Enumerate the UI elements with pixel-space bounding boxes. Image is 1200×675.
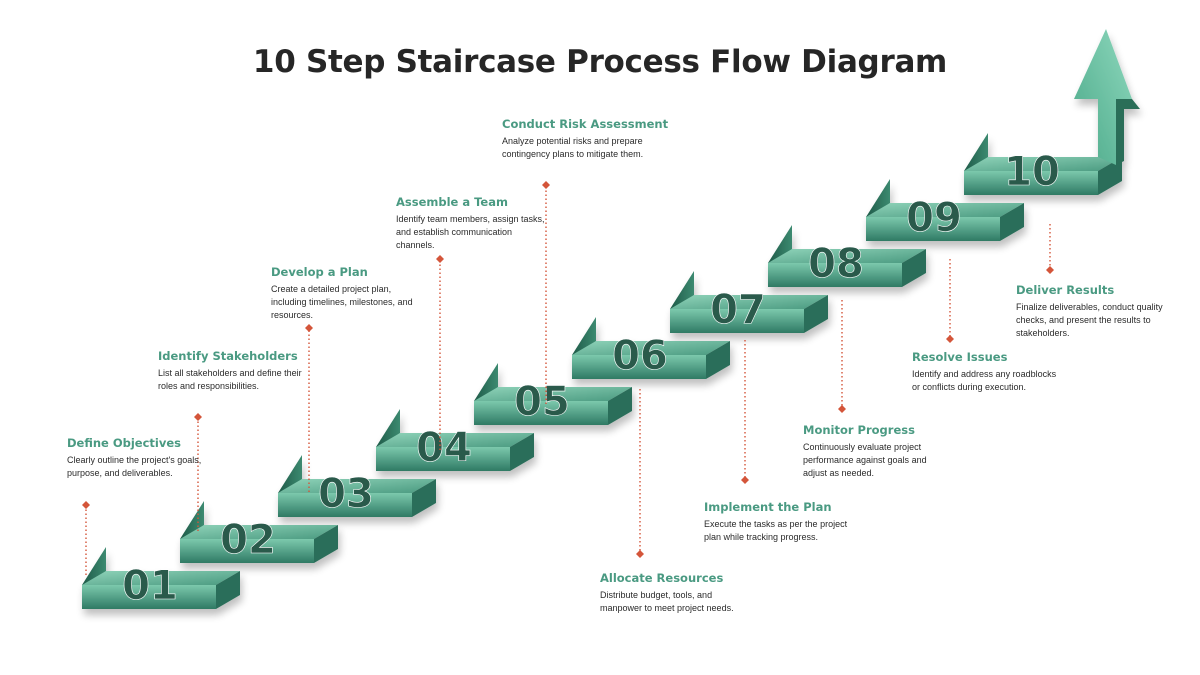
- callout-description: Finalize deliverables, conduct quality c…: [1016, 302, 1163, 338]
- connector-diamond-icon: [194, 413, 202, 421]
- connector-diamond-icon: [741, 476, 749, 484]
- step-number: 05: [514, 379, 570, 425]
- step-number: 06: [612, 333, 668, 379]
- step-number: 08: [808, 241, 864, 287]
- step-front: [768, 263, 902, 287]
- step-side: [510, 433, 534, 471]
- callout-title: Identify Stakeholders: [158, 349, 298, 363]
- step-tread: [82, 571, 240, 585]
- step-tread: [572, 341, 730, 355]
- connector-diamond-icon: [1046, 266, 1054, 274]
- stair-step-04: 04: [376, 409, 534, 471]
- callout-description: List all stakeholders and define their r…: [158, 368, 302, 391]
- step-side: [804, 295, 828, 333]
- step-side: [1098, 157, 1122, 195]
- step-front: [474, 401, 608, 425]
- callout-description: Continuously evaluate project performanc…: [803, 442, 927, 478]
- step-tread: [278, 479, 436, 493]
- callout-title: Define Objectives: [67, 436, 182, 450]
- step-front: [278, 493, 412, 517]
- step-tread: [474, 387, 632, 401]
- callout-title: Implement the Plan: [704, 500, 832, 514]
- connector-diamond-icon: [636, 550, 644, 558]
- step-tread: [670, 295, 828, 309]
- page-title: 10 Step Staircase Process Flow Diagram: [252, 44, 948, 80]
- connector-diamond-icon: [82, 501, 90, 509]
- step-number: 04: [416, 425, 472, 471]
- callout-description: Clearly outline the project's goals, pur…: [67, 455, 202, 478]
- step-tread: [180, 525, 338, 539]
- callout-title: Allocate Resources: [600, 571, 724, 585]
- callout-description: Identify and address any roadblocks or c…: [912, 369, 1057, 392]
- step-front: [180, 539, 314, 563]
- connector-diamond-icon: [305, 324, 313, 332]
- step-tread: [376, 433, 534, 447]
- step-side: [608, 387, 632, 425]
- step-tread: [964, 157, 1122, 171]
- step-front: [376, 447, 510, 471]
- connector-diamond-icon: [542, 181, 550, 189]
- step-side: [412, 479, 436, 517]
- up-arrow-icon: [1074, 29, 1132, 165]
- step-front: [964, 171, 1098, 195]
- step-tread: [768, 249, 926, 263]
- step-side: [216, 571, 240, 609]
- step-number: 01: [122, 563, 178, 609]
- step-number: 07: [710, 287, 766, 333]
- step-side: [706, 341, 730, 379]
- step-tread: [866, 203, 1024, 217]
- callout-title: Deliver Results: [1016, 283, 1115, 297]
- stair-step-02: 02: [180, 501, 338, 563]
- step-side: [902, 249, 926, 287]
- callout-description: Execute the tasks as per the project pla…: [704, 519, 848, 542]
- connector-diamond-icon: [946, 335, 954, 343]
- stair-step-08: 08: [768, 225, 926, 287]
- stair-step-06: 06: [572, 317, 730, 379]
- callout-title: Assemble a Team: [396, 195, 508, 209]
- callout-description: Analyze potential risks and prepare cont…: [502, 136, 644, 159]
- connector-diamond-icon: [838, 405, 846, 413]
- step-number: 03: [318, 471, 374, 517]
- step-number: 10: [1004, 149, 1060, 195]
- stair-step-01: 01: [82, 547, 240, 609]
- step-front: [866, 217, 1000, 241]
- step-front: [572, 355, 706, 379]
- stair-step-09: 09: [866, 179, 1024, 241]
- connector-diamond-icon: [436, 255, 444, 263]
- callout-title: Conduct Risk Assessment: [502, 117, 669, 131]
- callout-title: Resolve Issues: [912, 350, 1008, 364]
- step-front: [670, 309, 804, 333]
- connectors: [82, 181, 1054, 575]
- callout-description: Distribute budget, tools, and manpower t…: [600, 590, 734, 613]
- stair-step-03: 03: [278, 455, 436, 517]
- step-side: [314, 525, 338, 563]
- callout-title: Monitor Progress: [803, 423, 915, 437]
- arrow-shade: [1116, 99, 1140, 165]
- stair-step-10: 10: [964, 133, 1122, 195]
- callout-description: Identify team members, assign tasks, and…: [396, 214, 545, 250]
- stair-step-07: 07: [670, 271, 828, 333]
- step-side: [1000, 203, 1024, 241]
- callout-title: Develop a Plan: [271, 265, 368, 279]
- step-number: 02: [220, 517, 276, 563]
- staircase: 10 09 08 07 06 05 04 03 02 01: [82, 29, 1140, 609]
- step-number: 09: [906, 195, 962, 241]
- stair-step-05: 05: [474, 363, 632, 425]
- step-front: [82, 585, 216, 609]
- callout-description: Create a detailed project plan, includin…: [271, 284, 413, 320]
